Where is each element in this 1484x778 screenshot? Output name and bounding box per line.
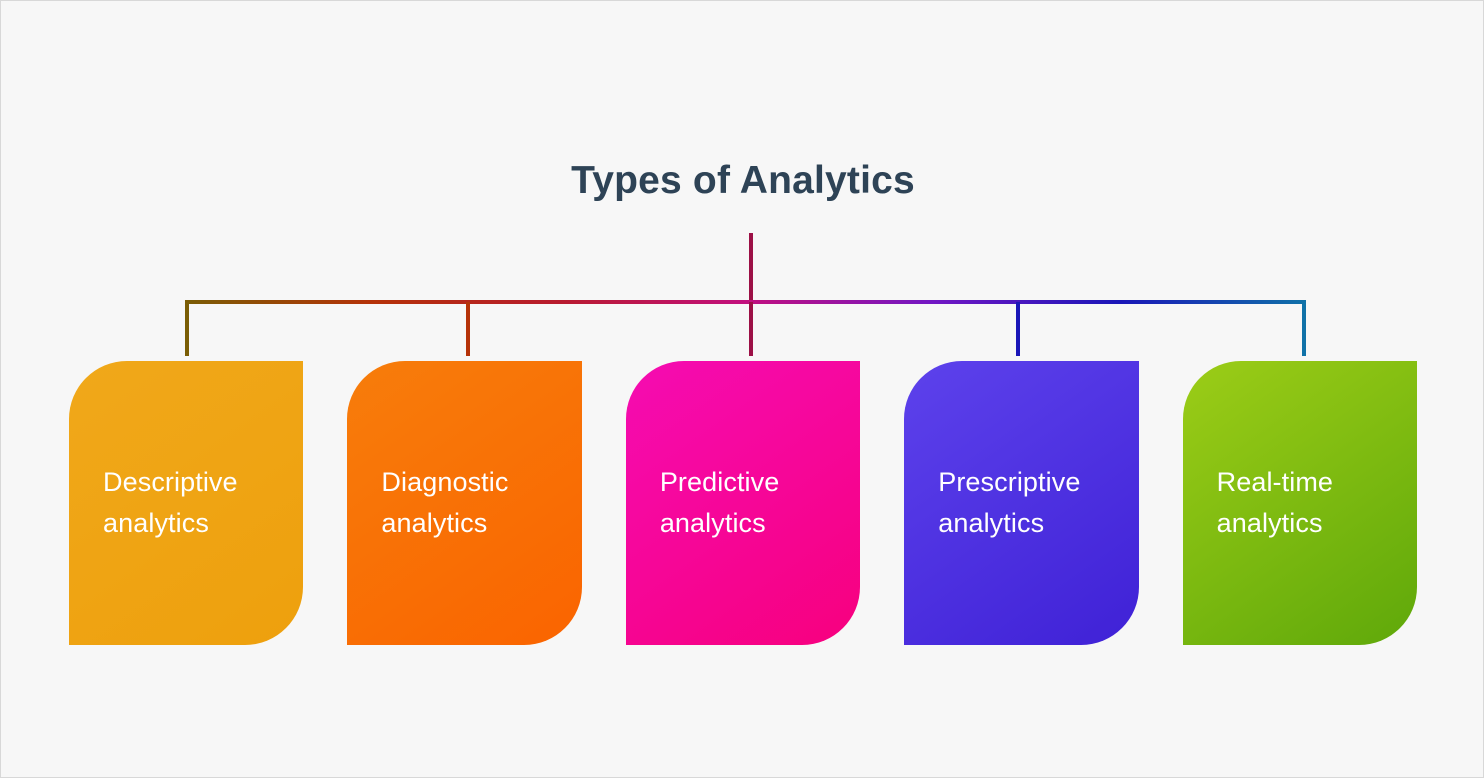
card-predictive-analytics[interactable]: Predictive analytics <box>625 361 861 645</box>
card-real-time-analytics[interactable]: Real-time analytics <box>1182 361 1418 645</box>
card-label-line2: analytics <box>381 508 488 538</box>
analytics-cards-row: Descriptive analytics Diagnostic analyti… <box>69 361 1418 645</box>
connector-drop-descriptive <box>185 302 189 356</box>
card-label-line1: Diagnostic <box>381 467 509 497</box>
connector-horizontal-bar <box>185 300 1306 304</box>
card-label-line1: Predictive <box>659 467 780 497</box>
card-label-line2: analytics <box>659 508 766 538</box>
card-label-line1: Prescriptive <box>938 467 1081 497</box>
connector-stem-top <box>749 233 753 304</box>
connector-drop-real-time <box>1302 302 1306 356</box>
card-label-line1: Descriptive <box>103 467 238 497</box>
card-diagnostic-analytics[interactable]: Diagnostic analytics <box>347 361 582 645</box>
connector-drop-diagnostic <box>466 302 470 356</box>
connector-drop-predictive <box>749 302 753 356</box>
card-label-line2: analytics <box>103 508 209 538</box>
card-label-line2: analytics <box>938 508 1045 538</box>
card-prescriptive-analytics[interactable]: Prescriptive analytics <box>904 361 1139 645</box>
card-descriptive-analytics[interactable]: Descriptive analytics <box>69 361 304 645</box>
page-title: Types of Analytics <box>571 159 915 202</box>
card-label-line2: analytics <box>1216 508 1323 538</box>
card-label-line1: Real-time <box>1216 467 1334 497</box>
connector-drop-prescriptive <box>1016 302 1020 356</box>
